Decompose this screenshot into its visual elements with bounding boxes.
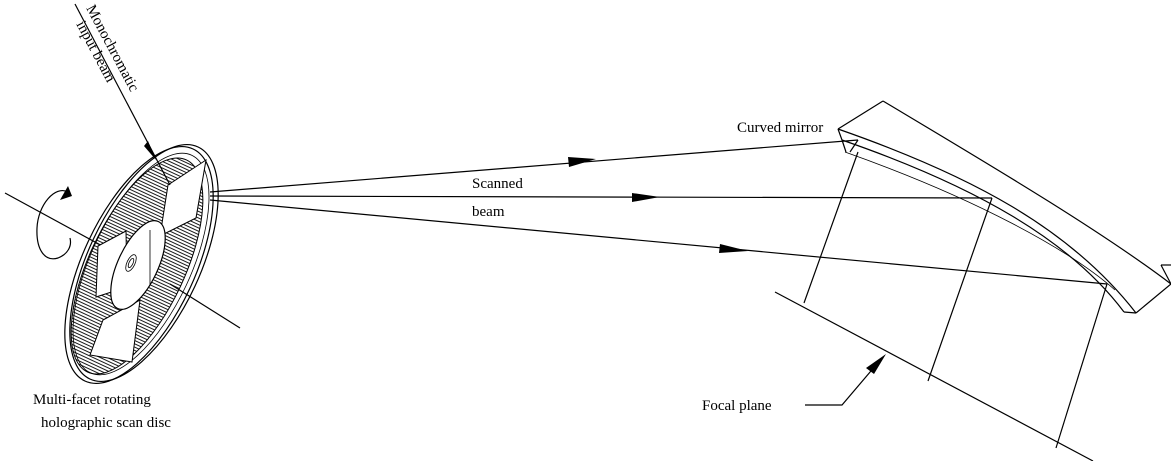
rotation-axis-right (169, 283, 241, 329)
scanned-beams (209, 139, 1108, 285)
curved-mirror (837, 100, 1171, 314)
focal-plane-leader (805, 354, 886, 406)
scanned-beam-label-line1: Scanned (472, 176, 523, 192)
reflected-rays (803, 151, 1108, 449)
rotation-arrow-icon (36, 186, 72, 260)
scanned-beam-label-line2: beam (472, 204, 505, 220)
facet-sector-top (159, 158, 207, 237)
beam-arrowhead-icon (866, 354, 886, 374)
disc-label-line2: holographic scan disc (41, 415, 171, 431)
disc-label-line1: Multi-facet rotating (33, 392, 151, 408)
scan-disc (64, 144, 219, 384)
curved-mirror-label: Curved mirror (737, 120, 823, 136)
focal-plane (774, 291, 1094, 461)
input-beam (74, 3, 171, 186)
beam-arrowhead-icon (568, 157, 596, 167)
beam-arrowhead-icon (144, 141, 156, 160)
focal-plane-label: Focal plane (702, 398, 772, 414)
beam-arrowhead-icon (632, 193, 660, 202)
beam-arrowhead-icon (719, 244, 748, 253)
